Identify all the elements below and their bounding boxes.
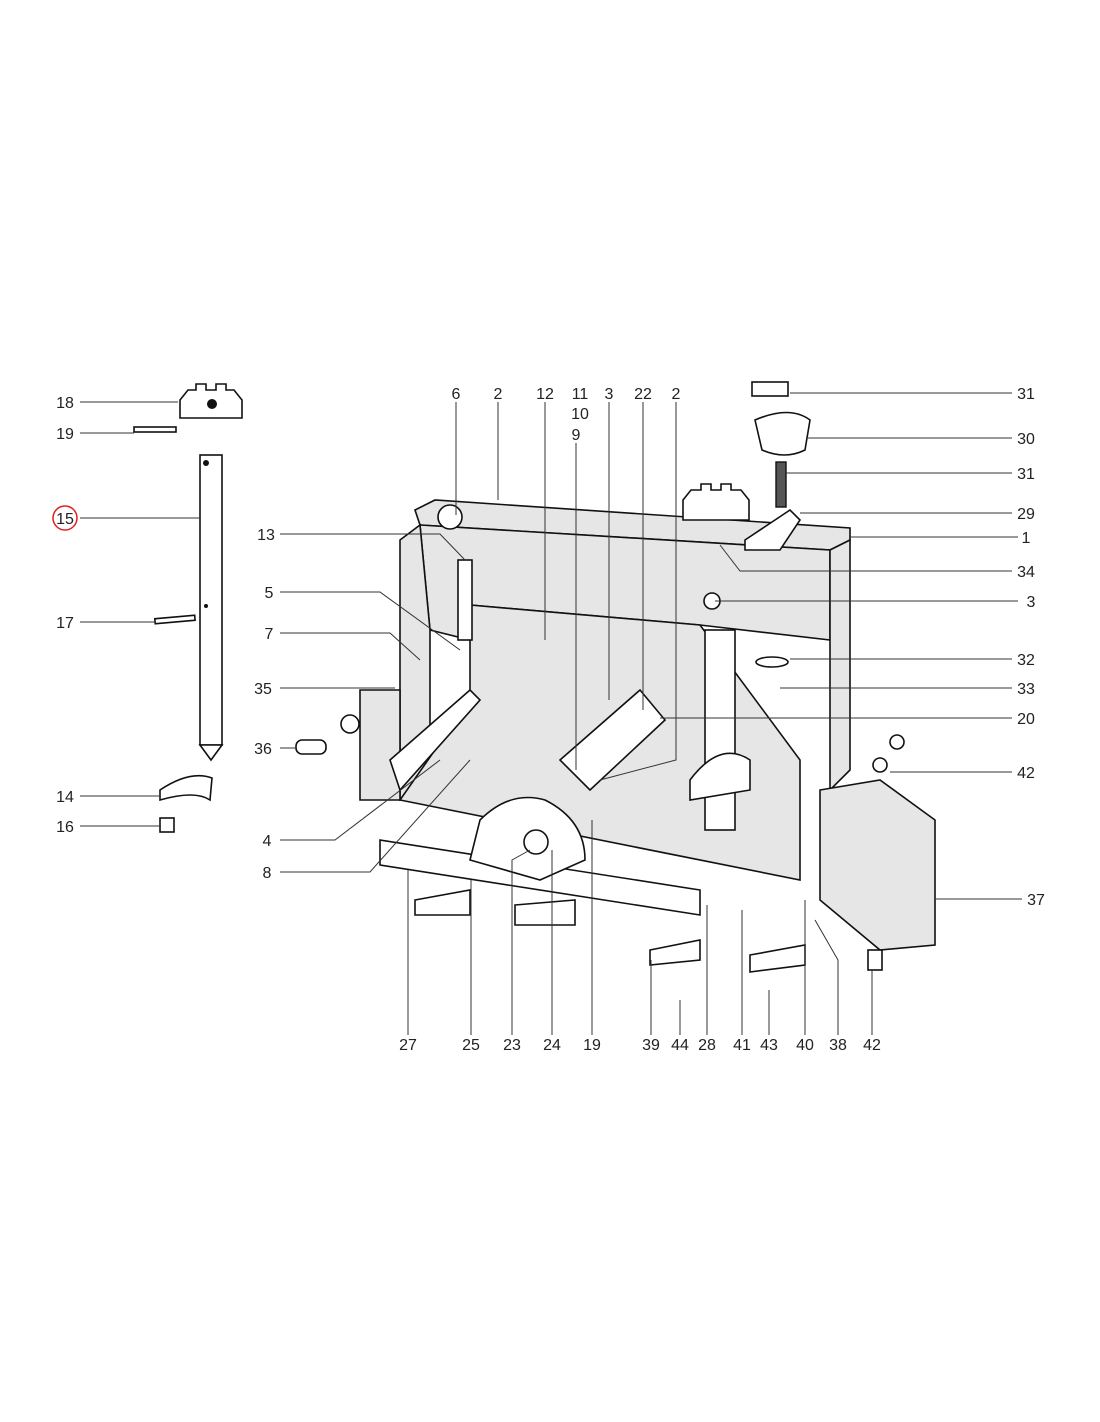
bolt-42 bbox=[867, 949, 883, 971]
bolt-31 bbox=[775, 461, 787, 508]
callout-20: 20 bbox=[1017, 711, 1035, 728]
callout-39: 39 bbox=[642, 1037, 660, 1054]
left-shaft-assembly bbox=[133, 383, 243, 833]
callout-13: 13 bbox=[257, 527, 275, 544]
callout-30: 30 bbox=[1017, 431, 1035, 448]
nut-31 bbox=[751, 381, 789, 397]
callouts-right: 31 30 31 29 1 34 3 32 33 20 42 37 bbox=[1017, 386, 1045, 909]
bracket-37 bbox=[819, 779, 936, 951]
plug-6 bbox=[437, 504, 463, 530]
callout-42b: 42 bbox=[863, 1037, 881, 1054]
callout-41: 41 bbox=[733, 1037, 751, 1054]
callout-15: 15 bbox=[56, 511, 74, 528]
callouts-top: 6 2 12 11 10 9 3 22 2 bbox=[452, 386, 681, 444]
callout-10: 10 bbox=[571, 406, 589, 423]
callout-31: 31 bbox=[1017, 386, 1035, 403]
callout-19: 19 bbox=[56, 426, 74, 443]
callout-32: 32 bbox=[1017, 652, 1035, 669]
callout-35: 35 bbox=[254, 681, 272, 698]
callout-9: 9 bbox=[572, 427, 581, 444]
callout-29: 29 bbox=[1017, 506, 1035, 523]
callout-43: 43 bbox=[760, 1037, 778, 1054]
callout-24: 24 bbox=[543, 1037, 561, 1054]
callout-33: 33 bbox=[1017, 681, 1035, 698]
callout-4: 4 bbox=[263, 833, 272, 850]
highlight-circle bbox=[52, 505, 78, 531]
screw-16 bbox=[159, 817, 175, 833]
cap-30 bbox=[754, 411, 811, 456]
callout-19b: 19 bbox=[583, 1037, 601, 1054]
callout-17: 17 bbox=[56, 615, 74, 632]
callout-7: 7 bbox=[265, 626, 274, 643]
callout-42: 42 bbox=[1017, 765, 1035, 782]
callout-2: 2 bbox=[494, 386, 503, 403]
callout-37: 37 bbox=[1027, 892, 1045, 909]
callout-12: 12 bbox=[536, 386, 554, 403]
callout-8: 8 bbox=[263, 865, 272, 882]
callouts-bottom: 27 25 23 24 19 39 44 28 41 43 40 38 42 bbox=[399, 1037, 881, 1054]
pin-17 bbox=[153, 614, 196, 625]
callout-23: 23 bbox=[503, 1037, 521, 1054]
shaft-15 bbox=[199, 454, 223, 746]
callout-34: 34 bbox=[1017, 564, 1035, 581]
callout-36: 36 bbox=[254, 741, 272, 758]
callouts-left: 18 19 15 17 14 16 bbox=[52, 395, 78, 836]
callout-11: 11 bbox=[572, 386, 589, 403]
callout-3: 3 bbox=[605, 386, 614, 403]
side-plate-35 bbox=[359, 689, 401, 801]
callout-6: 6 bbox=[452, 386, 461, 403]
callout-27: 27 bbox=[399, 1037, 417, 1054]
leader-lines bbox=[80, 392, 1022, 1035]
callout-14: 14 bbox=[56, 789, 74, 806]
callout-31b: 31 bbox=[1017, 466, 1035, 483]
bolt-36 bbox=[295, 739, 327, 755]
column bbox=[704, 629, 736, 831]
lever-14 bbox=[159, 774, 213, 802]
pin-19 bbox=[133, 426, 177, 433]
callout-16: 16 bbox=[56, 819, 74, 836]
callout-1: 1 bbox=[1022, 530, 1031, 547]
callout-2b: 2 bbox=[672, 386, 681, 403]
callout-3b: 3 bbox=[1027, 594, 1036, 611]
plate-29 bbox=[744, 508, 802, 551]
callout-5: 5 bbox=[265, 585, 274, 602]
front-parts bbox=[295, 381, 905, 973]
callout-40: 40 bbox=[796, 1037, 814, 1054]
callout-25: 25 bbox=[462, 1037, 480, 1054]
callout-44: 44 bbox=[671, 1037, 689, 1054]
callout-18: 18 bbox=[56, 395, 74, 412]
callout-28: 28 bbox=[698, 1037, 716, 1054]
callout-38: 38 bbox=[829, 1037, 847, 1054]
callouts-mid-left: 13 5 7 35 36 4 8 bbox=[254, 527, 275, 882]
callout-22: 22 bbox=[634, 386, 652, 403]
sprocket bbox=[682, 483, 750, 521]
